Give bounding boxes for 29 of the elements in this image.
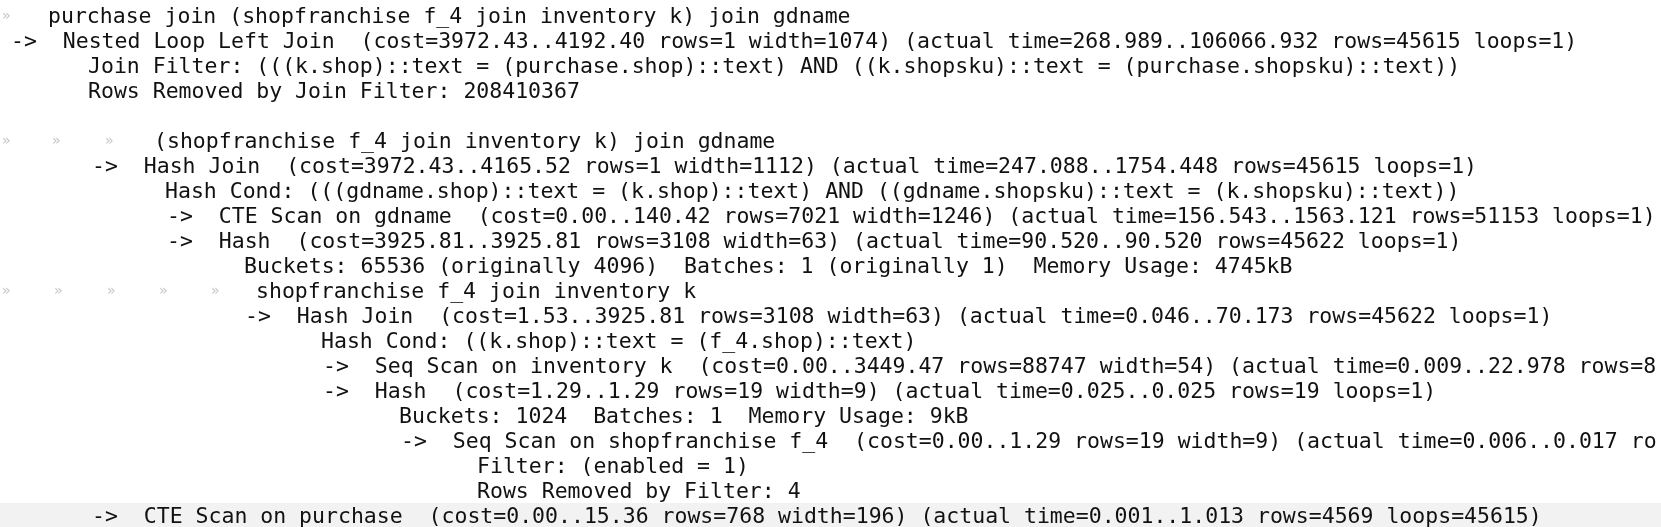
plan-line: -> Seq Scan on inventory k (cost=0.00..3449.47 rows=88747 width=54) (actual time=0.009..22.978 rows=8: [323, 353, 1657, 378]
plan-line: -> CTE Scan on purchase (cost=0.00..15.36 rows=768 width=196) (actual time=0.001..1.013 rows=4569 loops=45615): [92, 503, 1542, 527]
tab-marker: »: [52, 131, 61, 150]
plan-line: -> Hash Join (cost=3972.43..4165.52 rows=1 width=1112) (actual time=247.088..1754.448 rows=45615 loops=1): [92, 153, 1478, 178]
plan-line: -> CTE Scan on gdname (cost=0.00..140.42 rows=7021 width=1246) (actual time=156.543..1563.121 rows=51153 loops=1): [167, 203, 1656, 228]
tab-marker: »: [2, 281, 11, 300]
plan-line: -> Hash (cost=1.29..1.29 rows=19 width=9) (actual time=0.025..0.025 rows=19 loops=1): [323, 378, 1437, 403]
plan-line: purchase join (shopfranchise f_4 join inventory k) join gdname: [48, 3, 851, 28]
plan-line: -> Seq Scan on shopfranchise f_4 (cost=0.00..1.29 rows=19 width=9) (actual time=0.006..0.017 ro: [401, 428, 1657, 453]
plan-line: Join Filter: (((k.shop)::text = (purchase.shop)::text) AND ((k.shopsku)::text = (purchase.shopsku)::text)): [88, 53, 1461, 78]
tab-marker: »: [211, 281, 220, 300]
plan-line: Hash Cond: ((k.shop)::text = (f_4.shop)::text): [321, 328, 917, 353]
plan-line: Buckets: 1024 Batches: 1 Memory Usage: 9kB: [399, 403, 969, 428]
tab-marker: »: [105, 131, 114, 150]
tab-marker: »: [107, 281, 116, 300]
plan-line: (shopfranchise f_4 join inventory k) join gdname: [154, 128, 776, 153]
tab-marker: »: [2, 131, 11, 150]
plan-line: -> Hash (cost=3925.81..3925.81 rows=3108 width=63) (actual time=90.520..90.520 rows=45622 loops=1): [167, 228, 1462, 253]
tab-marker: »: [2, 6, 11, 25]
plan-line: Buckets: 65536 (originally 4096) Batches: 1 (originally 1) Memory Usage: 4745kB: [244, 253, 1293, 278]
plan-line: -> Nested Loop Left Join (cost=3972.43..4192.40 rows=1 width=1074) (actual time=268.989..106066.932 rows=45615 loops=1): [11, 28, 1578, 53]
plan-line: Filter: (enabled = 1): [477, 453, 749, 478]
plan-line: Hash Cond: (((gdname.shop)::text = (k.shop)::text) AND ((gdname.shopsku)::text = (k.shopsku)::text)): [165, 178, 1460, 203]
plan-line: -> Hash Join (cost=1.53..3925.81 rows=3108 width=63) (actual time=0.046..70.173 rows=45622 loops=1): [245, 303, 1553, 328]
tab-marker: »: [159, 281, 168, 300]
plan-line: Rows Removed by Filter: 4: [477, 478, 801, 503]
plan-line: shopfranchise f_4 join inventory k: [256, 278, 697, 303]
tab-marker: »: [54, 281, 63, 300]
plan-line: Rows Removed by Join Filter: 208410367: [88, 78, 580, 103]
